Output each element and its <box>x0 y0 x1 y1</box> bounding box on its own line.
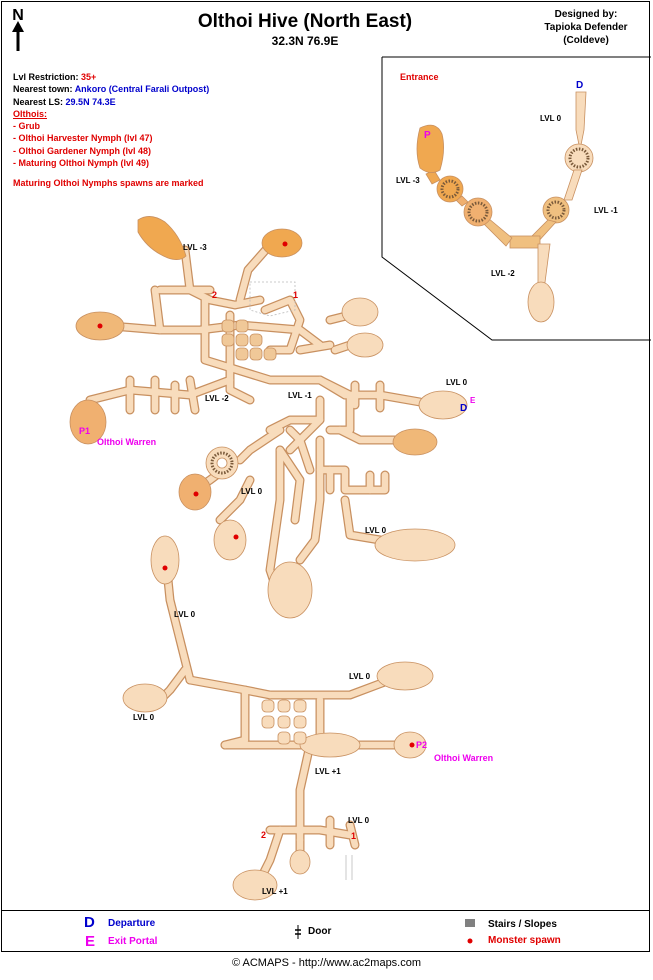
label-p1: P1 <box>79 426 90 436</box>
legend-exit-symbol: E <box>85 933 96 950</box>
room-warren-p1 <box>69 399 107 445</box>
olthoi-item: - Olthoi Gardener Nymph (lvl 48) <box>13 145 152 156</box>
town-label: Nearest town: <box>13 84 73 95</box>
label-marker-1-south: 1 <box>351 831 356 841</box>
compass-north-icon: N <box>12 7 24 51</box>
dungeon-info: Lvl Restriction: 35+ Nearest town: Ankor… <box>13 71 209 190</box>
inset-lvl-m3: LVL -3 <box>396 176 420 185</box>
label-warren-2: Olthoi Warren <box>434 753 493 763</box>
ls-label: Nearest LS: <box>13 96 64 107</box>
legend-exit-label: Exit Portal <box>108 936 158 947</box>
designer-credit: Designed by: Tapioka Defender (Coldeve) <box>526 8 646 47</box>
ls-value: 29.5N 74.3E <box>65 96 116 107</box>
inset-lvl-m1: LVL -1 <box>594 206 618 215</box>
inset-departure-marker: D <box>576 80 583 91</box>
label-lvl-m1: LVL -1 <box>288 391 312 400</box>
restriction-label: Lvl Restriction: <box>13 72 79 82</box>
spawn-note: Maturing Olthoi Nymphs spawns are marked <box>13 178 204 189</box>
inset-lvl-m2: LVL -2 <box>491 269 515 278</box>
label-lvl-0-southwest: LVL 0 <box>133 713 155 722</box>
legend-door-label: Door <box>308 926 332 937</box>
label-lvl-0-east: LVL 0 <box>446 378 468 387</box>
label-departure: D <box>460 403 467 414</box>
restriction-value: 35+ <box>81 72 97 82</box>
map-title: Olthoi Hive (North East) <box>197 11 413 32</box>
compass-letter: N <box>12 7 24 24</box>
legend-stairs-label: Stairs / Slopes <box>488 919 557 930</box>
map-coordinates: 32.3N 76.9E <box>271 34 339 48</box>
inset-border <box>381 57 651 341</box>
designer-name: Tapioka Defender <box>544 22 628 33</box>
olthoi-item: - Maturing Olthoi Nymph (lvl 49) <box>13 158 150 169</box>
label-lvl-0-bottom: LVL 0 <box>348 816 370 825</box>
designer-server: (Coldeve) <box>563 35 609 46</box>
label-lvl-0-south: LVL 0 <box>349 672 371 681</box>
town-value: Ankoro (Central Farali Outpost) <box>74 84 210 95</box>
label-lvl-0-west: LVL 0 <box>174 610 196 619</box>
label-exit: E <box>470 396 476 405</box>
label-lvl-m3: LVL -3 <box>183 243 207 252</box>
label-lvl-m2: LVL -2 <box>205 394 229 403</box>
label-marker-2-south: 2 <box>261 830 266 840</box>
legend: D Departure E Exit Portal Door Stairs / … <box>2 910 650 953</box>
door-icon <box>295 925 301 939</box>
label-marker-1-north: 1 <box>293 290 298 300</box>
label-lvl-0-center: LVL 0 <box>241 487 263 496</box>
label-lvl-p1-bottom: LVL +1 <box>262 887 288 896</box>
olthoi-item: - Grub <box>13 121 40 132</box>
legend-spawn-label: Monster spawn <box>488 935 561 946</box>
legend-departure-label: Departure <box>108 918 156 929</box>
map-labels: LVL -3 LVL -2 LVL -1 LVL 0 LVL 0 LVL 0 L… <box>79 243 493 896</box>
inset-map <box>416 91 594 323</box>
label-lvl-0-south-east: LVL 0 <box>365 526 387 535</box>
inset-labels: Entrance D P LVL 0 LVL -3 LVL -1 LVL -2 <box>396 72 618 278</box>
inset-entrance-label: Entrance <box>400 72 439 82</box>
designer-label: Designed by: <box>554 9 618 20</box>
footer-credit: © ACMAPS - http://www.ac2maps.com <box>231 957 422 969</box>
room-lvl-m3-northwest <box>137 216 187 260</box>
legend-departure-symbol: D <box>84 914 95 931</box>
room-lvl-m3-north <box>261 228 303 258</box>
label-p2: P2 <box>416 740 427 750</box>
stairs-icon <box>465 919 475 927</box>
monster-spawns <box>97 241 415 748</box>
inset-portal-marker: P <box>424 130 431 141</box>
label-marker-2-north: 2 <box>212 290 217 300</box>
olthoi-item: - Olthoi Harvester Nymph (lvl 47) <box>13 133 153 144</box>
olthois-heading: Olthois: <box>13 108 47 119</box>
monster-spawn-icon <box>467 938 473 944</box>
label-warren-1: Olthoi Warren <box>97 437 156 447</box>
inset-lvl-0: LVL 0 <box>540 114 562 123</box>
label-lvl-p1: LVL +1 <box>315 767 341 776</box>
